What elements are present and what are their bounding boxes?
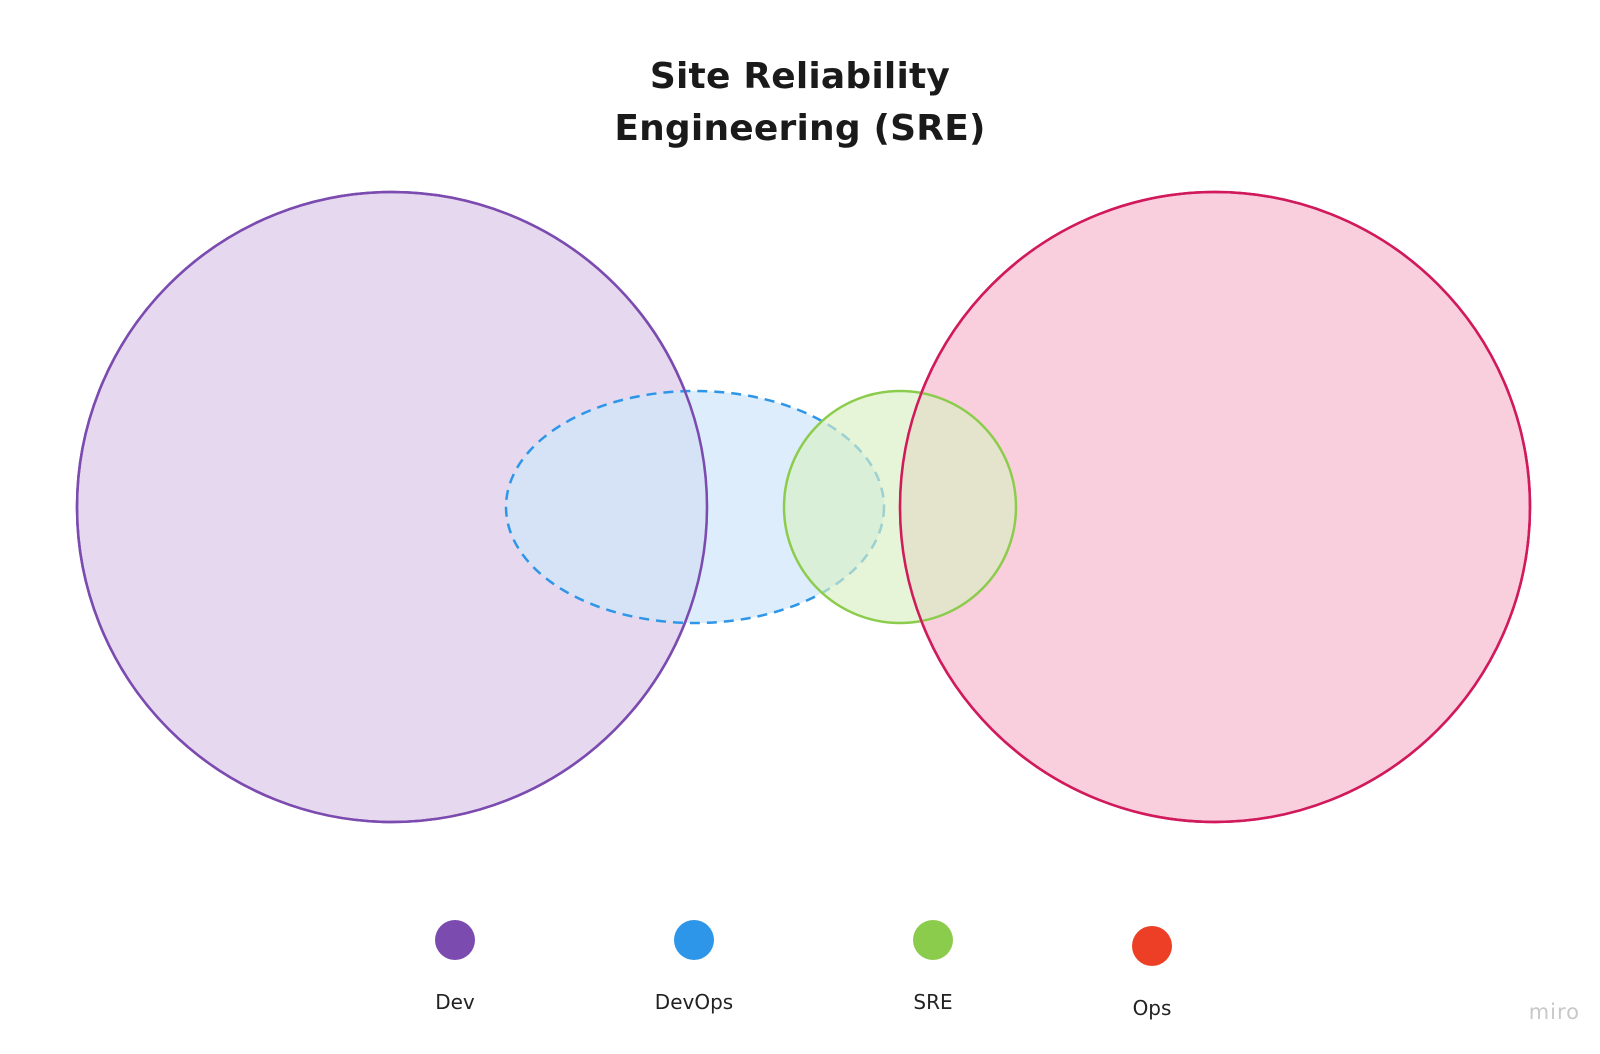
legend-label-dev: Dev [435,990,475,1014]
dev-legend-dot [435,920,475,960]
sre-legend-dot [913,920,953,960]
legend-label-devops: DevOps [654,990,734,1014]
legend-label-ops: Ops [1132,996,1172,1020]
ops-circle-outline [898,190,1532,824]
legend-item-ops: Ops [1072,926,1232,1046]
legend-item-sre: SRE [853,920,1013,1040]
diagram-title-line-2: Engineering (SRE) [614,108,986,149]
legend-item-dev: Dev [375,920,535,1040]
ops-legend-dot [1132,926,1172,966]
devops-legend-dot [674,920,714,960]
venn-shapes [75,190,1532,824]
dev-circle-outline [75,190,709,824]
legend-label-sre: SRE [913,990,953,1014]
diagram-title-line-1: Site Reliability [649,56,951,97]
miro-watermark: miro [1528,1000,1580,1024]
legend-item-devops: DevOps [614,920,774,1040]
